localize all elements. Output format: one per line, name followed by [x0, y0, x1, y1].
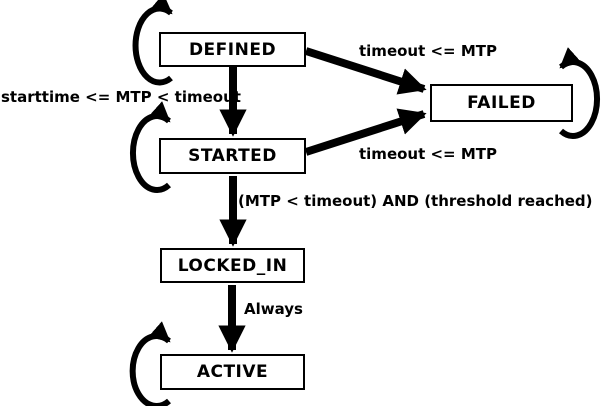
transition-label-defined-started: starttime <= MTP < timeout — [1, 88, 241, 106]
state-started: STARTED — [159, 138, 306, 174]
transition-label-defined-failed: timeout <= MTP — [359, 42, 498, 60]
transition-label-started-locked-in: (MTP < timeout) AND (threshold reached) — [238, 192, 593, 210]
arrow-defined-to-failed — [304, 47, 427, 95]
self-loop-started — [130, 101, 171, 193]
transition-label-started-failed: timeout <= MTP — [359, 145, 498, 163]
self-loop-defined — [132, 0, 173, 86]
self-loop-failed — [559, 47, 600, 139]
arrow-started-to-failed — [304, 108, 427, 156]
state-defined: DEFINED — [159, 32, 306, 67]
state-active: ACTIVE — [160, 354, 305, 390]
state-failed: FAILED — [430, 84, 573, 122]
state-locked-in: LOCKED_IN — [160, 248, 305, 283]
transition-label-locked-in-active: Always — [244, 300, 303, 318]
